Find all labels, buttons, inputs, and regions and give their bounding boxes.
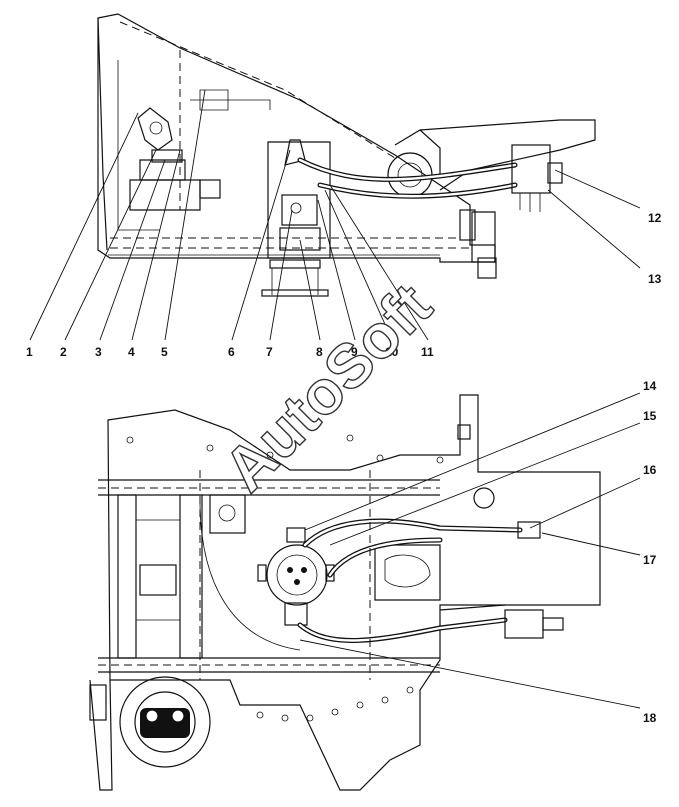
callout-5: 5 (161, 345, 168, 359)
callout-4: 4 (128, 345, 135, 359)
callout-9: 9 (351, 345, 358, 359)
callout-8: 8 (316, 345, 323, 359)
callout-14: 14 (643, 379, 657, 393)
callout-12: 12 (648, 211, 662, 225)
callout-13: 13 (648, 272, 662, 286)
leader-lines (29, 89, 641, 709)
top-side-view (97, 13, 596, 297)
callout-7: 7 (266, 345, 273, 359)
callout-1: 1 (26, 345, 33, 359)
callout-16: 16 (643, 463, 657, 477)
bottom-plan-view (89, 394, 601, 791)
callout-2: 2 (60, 345, 67, 359)
bolt-holes (126, 434, 444, 722)
callout-numbers: 1 2 3 4 5 6 7 8 9 10 11 12 13 14 15 16 1… (26, 211, 662, 725)
callout-6: 6 (228, 345, 235, 359)
callout-18: 18 (643, 711, 657, 725)
callout-11: 11 (421, 345, 434, 359)
callout-10: 10 (385, 345, 399, 359)
callout-15: 15 (643, 409, 657, 423)
callout-17: 17 (643, 553, 657, 567)
callout-3: 3 (95, 345, 102, 359)
